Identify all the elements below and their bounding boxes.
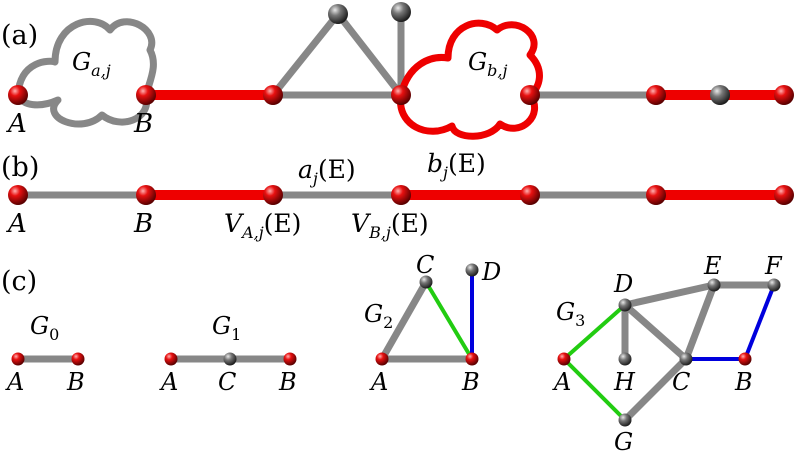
g3-label-F: F: [764, 252, 783, 280]
g3-vertex-G: [618, 413, 632, 427]
label-a-B: B: [133, 109, 153, 139]
vertex-a-A: [8, 85, 28, 105]
cloud-g-b-j: [397, 19, 543, 140]
cloud-a-label: Ga,j: [72, 48, 111, 80]
vertex-a-7: [774, 85, 794, 105]
g2-edge-CB: [424, 280, 474, 361]
g2-label-A: A: [369, 368, 388, 396]
g3-edge-AD: [562, 303, 627, 361]
vertex-b-7: [774, 185, 794, 205]
g2-vertex-B: [465, 352, 479, 366]
g0-label-A: A: [5, 368, 24, 396]
vertex-a-6: [646, 85, 666, 105]
edge-a-triangle-right: [335, 11, 404, 98]
label-b-edge-a: aj(E): [298, 155, 356, 188]
g0-vertex-B: [71, 352, 85, 366]
vertex-b-B: [136, 185, 156, 205]
g3-title: G3: [556, 298, 585, 330]
g2-vertex-D: [465, 263, 479, 277]
vertex-b-5: [520, 185, 540, 205]
g1-vertex-C: [223, 352, 237, 366]
g1-vertex-B: [283, 352, 297, 366]
graph-g3: G3 A B C D E F G H: [552, 252, 783, 455]
vertex-b-VA: [263, 185, 283, 205]
label-b-edge-b: bj(E): [427, 149, 486, 182]
g0-label-B: B: [66, 368, 85, 396]
vertex-a-5: [520, 85, 540, 105]
g3-edge-GC: [622, 356, 689, 423]
g3-vertex-A: [557, 352, 571, 366]
vertex-b-6: [646, 185, 666, 205]
panel-a: (a) Ga,j Gb,j A B: [1, 2, 794, 140]
vertex-a-gray-mid: [710, 85, 730, 105]
label-b-A: A: [6, 209, 27, 239]
label-a-A: A: [6, 109, 27, 139]
g2-vertex-A: [375, 352, 389, 366]
g3-edge-FB: [743, 284, 776, 360]
g2-label-C: C: [416, 251, 434, 279]
graph-g1: G1 A C B: [159, 312, 297, 396]
graph-g0: G0 A B: [5, 312, 85, 396]
edge-a-triangle-left: [270, 11, 341, 98]
graph-g2: G2 A B C D: [364, 251, 501, 396]
g3-label-D: D: [613, 270, 633, 298]
g3-label-G: G: [614, 428, 633, 455]
vertex-a-pendant-top: [391, 2, 411, 22]
vertex-a-triangle-top: [328, 4, 348, 24]
g3-label-E: E: [703, 252, 722, 280]
vertex-a-B: [136, 85, 156, 105]
g3-vertex-H: [618, 352, 632, 366]
g2-label-D: D: [481, 258, 501, 286]
panel-c: (c) G0 A B G1 A C B: [1, 251, 783, 455]
vertex-b-VB: [391, 185, 411, 205]
vertex-a-4: [391, 85, 411, 105]
cloud-b-label: Gb,j: [468, 48, 508, 80]
g1-label-B: B: [278, 368, 297, 396]
g3-label-H: H: [613, 368, 636, 396]
panel-a-tag: (a): [1, 20, 38, 51]
g1-vertex-A: [164, 352, 178, 366]
g1-label-A: A: [159, 368, 178, 396]
g3-edge-AG: [562, 357, 627, 422]
g0-title: G0: [30, 312, 59, 344]
g3-label-A: A: [552, 368, 571, 396]
g2-label-B: B: [461, 368, 480, 396]
panel-c-tag: (c): [1, 266, 37, 297]
g3-vertex-E: [707, 278, 721, 292]
label-b-VB: VB,j(E): [351, 209, 429, 242]
g1-label-C: C: [218, 368, 236, 396]
g2-edge-AC: [378, 280, 430, 361]
vertex-b-A: [8, 185, 28, 205]
g2-vertex-C: [419, 275, 433, 289]
label-b-B: B: [133, 209, 153, 239]
g3-vertex-B: [738, 352, 752, 366]
panel-b: (b) aj(E) bj(E) VA,j(E) VB,j(E) A B: [1, 149, 794, 242]
g3-label-B: B: [734, 368, 753, 396]
g3-vertex-C: [679, 352, 693, 366]
g2-title: G2: [364, 300, 393, 332]
g1-title: G1: [212, 312, 241, 344]
g0-vertex-A: [11, 352, 25, 366]
cloud-g-a-j: [14, 18, 157, 128]
g3-edge-DC: [622, 302, 689, 362]
vertex-a-3: [263, 85, 283, 105]
g3-label-C: C: [672, 368, 690, 396]
label-b-VA: VA,j(E): [224, 209, 301, 242]
g3-vertex-F: [767, 278, 781, 292]
g3-vertex-D: [618, 298, 632, 312]
g3-edge-DE: [624, 281, 715, 309]
g3-edge-EC: [682, 283, 718, 361]
panel-b-tag: (b): [1, 152, 39, 183]
